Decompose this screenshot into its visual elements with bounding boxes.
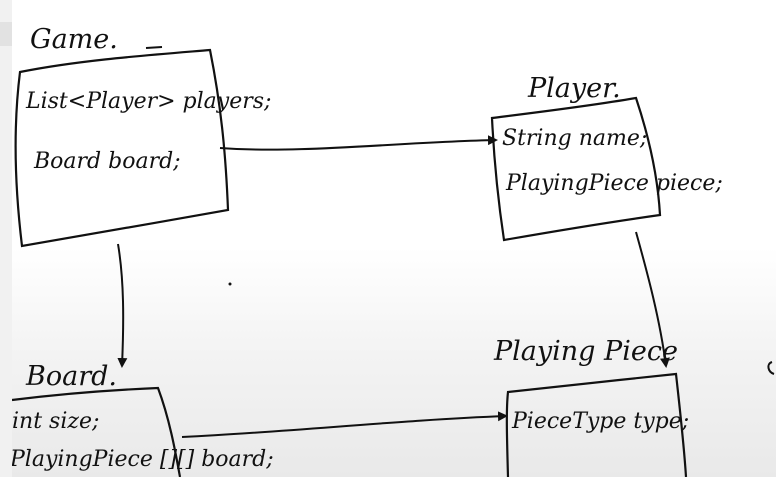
class-game-field-2: Board board; xyxy=(33,149,181,174)
class-game-title: Game. xyxy=(30,24,118,55)
arrow-board-to-piece xyxy=(181,411,508,438)
class-player-field-2: PlayingPiece piece; xyxy=(505,171,723,196)
class-game-field-1: List<Player> players; xyxy=(25,89,271,114)
class-playing-piece: Playing Piece PieceType type; xyxy=(493,336,689,478)
left-panel-tab xyxy=(0,22,12,46)
class-game-box xyxy=(14,48,230,248)
class-board-field-1: int size; xyxy=(12,409,99,434)
class-board-box xyxy=(11,386,182,478)
stray-dot xyxy=(228,282,232,286)
left-panel-edge xyxy=(0,0,12,477)
class-board-field-2: PlayingPiece [][] board; xyxy=(9,447,274,472)
class-game: Game. List<Player> players; Board board; xyxy=(14,24,271,248)
class-board-title: Board. xyxy=(25,361,117,392)
arrow-player-to-piece xyxy=(635,231,670,368)
class-player-box xyxy=(490,96,662,242)
class-piece-field-1: PieceType type; xyxy=(511,409,689,434)
arrow-game-to-board xyxy=(117,243,128,368)
class-board: Board. int size; PlayingPiece [][] board… xyxy=(9,361,274,478)
class-piece-box xyxy=(505,372,688,478)
class-player-title: Player. xyxy=(527,73,621,104)
class-piece-title: Playing Piece xyxy=(493,336,678,367)
class-player-field-1: String name; xyxy=(502,126,647,151)
partial-glyph-right-edge xyxy=(767,361,775,375)
arrow-game-to-player xyxy=(219,135,498,151)
class-player: Player. String name; PlayingPiece piece; xyxy=(490,73,723,242)
stroke-mark xyxy=(145,46,163,49)
